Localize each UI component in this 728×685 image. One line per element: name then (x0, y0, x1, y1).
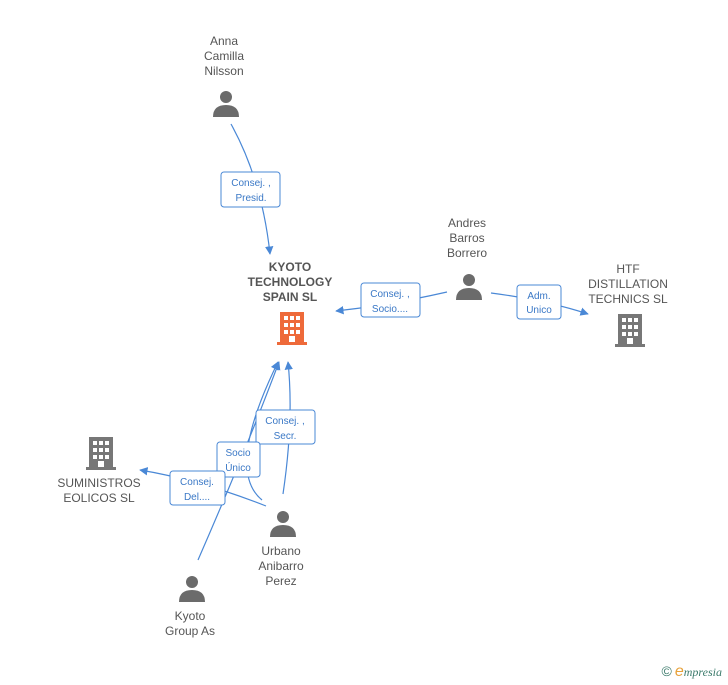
svg-text:Barros: Barros (449, 231, 484, 245)
building-icon (86, 437, 116, 470)
copyright-icon: © (661, 663, 672, 679)
edge-label-andres-kyoto: Consej. , Socio.... (360, 282, 421, 318)
footer-brand: © empresia (661, 663, 722, 681)
svg-text:Borrero: Borrero (447, 246, 487, 260)
person-node-anna[interactable]: Anna Camilla Nilsson (204, 34, 244, 117)
svg-text:Urbano: Urbano (261, 544, 301, 558)
svg-text:Kyoto: Kyoto (175, 609, 206, 623)
person-node-kyoto-group[interactable]: Kyoto Group As (165, 576, 215, 638)
brand-logo-initial: e (674, 663, 684, 680)
edge-label-urbano-suministros: Consej. Del.... (169, 470, 226, 506)
person-node-urbano[interactable]: Urbano Anibarro Perez (258, 511, 304, 588)
svg-text:KYOTO: KYOTO (269, 260, 311, 274)
building-icon (277, 312, 307, 345)
svg-text:Presid.: Presid. (235, 193, 266, 204)
svg-text:Camilla: Camilla (204, 49, 244, 63)
svg-text:Socio: Socio (225, 448, 250, 459)
svg-text:Secr.: Secr. (274, 431, 297, 442)
svg-text:Socio....: Socio.... (372, 304, 408, 315)
svg-text:Nilsson: Nilsson (204, 64, 243, 78)
edge-label-andres-htf: Adm. Unico (516, 284, 562, 320)
edge-label-anna-kyoto: Consej. , Presid. (220, 171, 281, 208)
svg-text:Único: Único (225, 461, 251, 474)
svg-text:DISTILLATION: DISTILLATION (588, 277, 668, 291)
svg-text:SPAIN SL: SPAIN SL (263, 290, 317, 304)
edge-label-urbano-kyoto-secr: Consej. , Secr. (255, 409, 316, 445)
person-icon (179, 576, 205, 602)
svg-text:Perez: Perez (265, 574, 296, 588)
person-node-andres[interactable]: Andres Barros Borrero (447, 216, 487, 300)
company-node-kyoto-technology[interactable]: KYOTO TECHNOLOGY SPAIN SL (248, 260, 333, 345)
edge-label-group-kyoto-socio: Socio Único (216, 441, 261, 478)
company-node-suministros[interactable]: SUMINISTROS EOLICOS SL (57, 437, 141, 505)
svg-text:Consej. ,: Consej. , (370, 289, 409, 300)
svg-text:Adm.: Adm. (527, 291, 550, 302)
svg-text:TECHNOLOGY: TECHNOLOGY (248, 275, 333, 289)
svg-text:HTF: HTF (616, 262, 639, 276)
person-icon (456, 274, 482, 300)
svg-text:Consej. ,: Consej. , (231, 178, 270, 189)
company-node-htf[interactable]: HTF DISTILLATION TECHNICS SL (588, 262, 668, 347)
person-icon (213, 91, 239, 117)
svg-text:SUMINISTROS: SUMINISTROS (57, 476, 140, 490)
brand-logo-text: mpresia (683, 665, 722, 679)
svg-text:EOLICOS SL: EOLICOS SL (63, 491, 135, 505)
svg-text:Andres: Andres (448, 216, 486, 230)
svg-text:Del....: Del.... (184, 492, 210, 503)
svg-text:Consej.: Consej. (180, 477, 214, 488)
building-icon (615, 314, 645, 347)
svg-text:Anibarro: Anibarro (258, 559, 304, 573)
svg-text:Group As: Group As (165, 624, 215, 638)
svg-text:Anna: Anna (210, 34, 238, 48)
svg-text:TECHNICS SL: TECHNICS SL (588, 292, 668, 306)
person-icon (270, 511, 296, 537)
svg-text:Consej. ,: Consej. , (265, 416, 304, 427)
svg-text:Unico: Unico (526, 305, 552, 316)
